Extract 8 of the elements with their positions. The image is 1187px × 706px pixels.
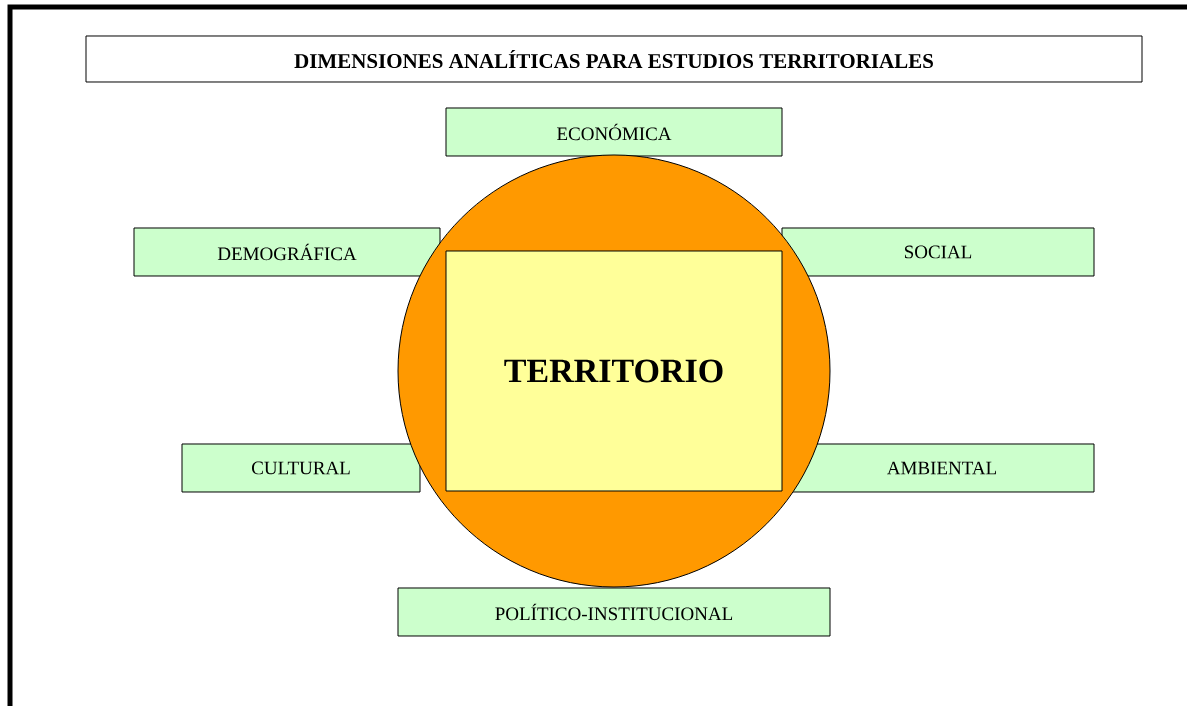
dimension-box: AMBIENTAL <box>789 443 1095 493</box>
title-box: DIMENSIONES ANALÍTICAS PARA ESTUDIOS TERRITORIALES <box>85 35 1143 83</box>
dimension-box: DEMOGRÁFICA <box>133 227 441 277</box>
dimension-box: SOCIAL <box>781 227 1095 277</box>
dimension-box: POLÍTICO-INSTITUCIONAL <box>397 587 831 637</box>
dimension-box: CULTURAL <box>181 443 421 493</box>
dimension-box: ECONÓMICA <box>445 107 783 157</box>
territory-box: TERRITORIO <box>445 250 783 492</box>
